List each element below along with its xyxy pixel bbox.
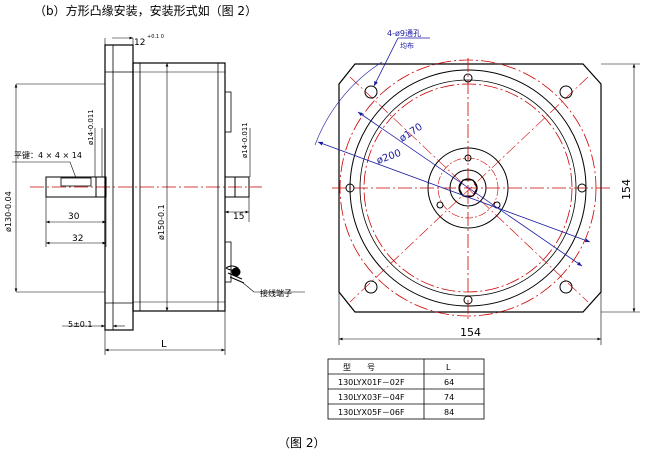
- dim-15: 15: [233, 212, 244, 222]
- table-cell-model-2: 130LYX03F－04F: [338, 393, 405, 402]
- hole-label: 4-ø9通孔: [387, 28, 421, 38]
- terminal-label: 接线端子: [260, 288, 292, 298]
- table-header-L: L: [446, 363, 451, 372]
- figure-caption: （图 2）: [278, 436, 325, 450]
- dim-flange-diameter: ø130-0.04: [4, 191, 13, 232]
- dim-shaft-right: ø14-0.011: [241, 122, 249, 158]
- model-table: [327, 358, 485, 420]
- dim-shaft-left: ø14-0.011: [87, 109, 95, 145]
- dim-flange-tolerance: +0.1 0: [147, 34, 164, 40]
- dim-flange-thickness: 12: [134, 38, 145, 48]
- side-view: [12, 36, 305, 355]
- circle-200-label: ø200: [375, 148, 402, 167]
- dim-L: L: [161, 339, 167, 350]
- circle-170-label: ø170: [398, 122, 425, 145]
- dim-width-154: 154: [460, 326, 481, 339]
- table-header-model: 型 号: [343, 363, 375, 372]
- table-cell-L-2: 74: [444, 393, 454, 402]
- dim-5: 5±0.1: [68, 320, 93, 329]
- key-label: 平键：4 × 4 × 14: [14, 150, 82, 160]
- page-heading: （b）方形凸缘安装，安装形式如（图 2）: [34, 3, 257, 18]
- dim-30: 30: [68, 212, 80, 222]
- table-cell-L-3: 84: [444, 408, 454, 417]
- table-cell-L-1: 64: [444, 378, 454, 387]
- dim-height-154: 154: [620, 179, 633, 200]
- front-view: [314, 37, 640, 345]
- hole-sub-label: 均布: [400, 41, 414, 50]
- dim-body-diameter: ø150-0.1: [157, 204, 166, 240]
- table-cell-model-1: 130LYX01F－02F: [338, 378, 405, 387]
- table-cell-model-3: 130LYX05F－06F: [338, 408, 405, 417]
- dim-32: 32: [72, 234, 83, 244]
